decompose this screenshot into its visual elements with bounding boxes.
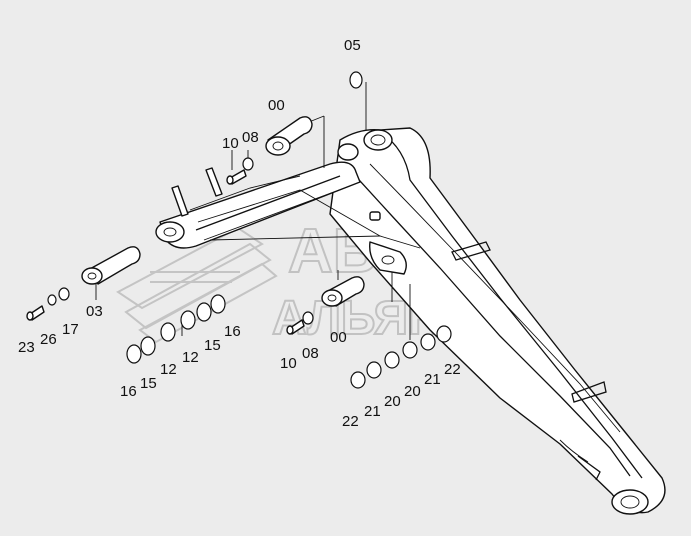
shim-12-b-icon	[180, 310, 196, 330]
shim-15-a-icon	[140, 336, 156, 356]
shim-22-a-icon	[350, 371, 366, 389]
shim-16-b-icon	[210, 294, 226, 314]
washer-17-icon	[58, 287, 70, 301]
callout-labels: 05 00 10 08 03 23 26 17 16 15 12 12 15 1…	[18, 37, 461, 430]
shim-20-b-icon	[402, 341, 418, 359]
pin-05-icon	[349, 71, 363, 89]
middle-pin-icon	[321, 276, 365, 307]
upper-bolt-icon	[226, 169, 247, 185]
label-17: 17	[62, 321, 79, 338]
left-pin-icon	[81, 246, 141, 285]
bolt-23-icon	[26, 305, 45, 321]
shim-12-a-icon	[160, 322, 176, 342]
label-08-upper: 08	[242, 129, 259, 146]
label-21-a: 21	[364, 403, 381, 420]
label-12-a: 12	[160, 361, 177, 378]
label-00-middle: 00	[330, 329, 347, 346]
label-26: 26	[40, 331, 57, 348]
upper-washer-icon	[242, 157, 254, 171]
shim-22-b-icon	[436, 325, 452, 343]
label-05: 05	[344, 37, 361, 54]
boom-arm	[329, 127, 666, 515]
lower-washer-icon	[302, 311, 314, 325]
leader-lines	[95, 82, 411, 340]
label-15-a: 15	[140, 375, 157, 392]
shim-21-b-icon	[420, 333, 436, 351]
label-22-a: 22	[342, 413, 359, 430]
label-22-b: 22	[444, 361, 461, 378]
label-23: 23	[18, 339, 35, 356]
label-16-b: 16	[224, 323, 241, 340]
label-00-upper: 00	[268, 97, 285, 114]
label-10-lower: 10	[280, 355, 297, 372]
label-21-b: 21	[424, 371, 441, 388]
label-08-lower: 08	[302, 345, 319, 362]
shim-20-a-icon	[384, 351, 400, 369]
label-15-b: 15	[204, 337, 221, 354]
label-10-upper: 10	[222, 135, 239, 152]
label-03: 03	[86, 303, 103, 320]
washer-26-icon	[47, 294, 57, 306]
boom-cylinder	[155, 143, 421, 249]
lower-bolt-icon	[286, 319, 305, 335]
shim-15-b-icon	[196, 302, 212, 322]
label-16-a: 16	[120, 383, 137, 400]
label-20-b: 20	[404, 383, 421, 400]
upper-pin-icon	[265, 116, 313, 156]
hardware	[26, 71, 452, 389]
watermark-logo-icon	[116, 226, 278, 344]
shim-16-a-icon	[126, 344, 142, 364]
label-12-b: 12	[182, 349, 199, 366]
shim-21-a-icon	[366, 361, 382, 379]
label-20-a: 20	[384, 393, 401, 410]
